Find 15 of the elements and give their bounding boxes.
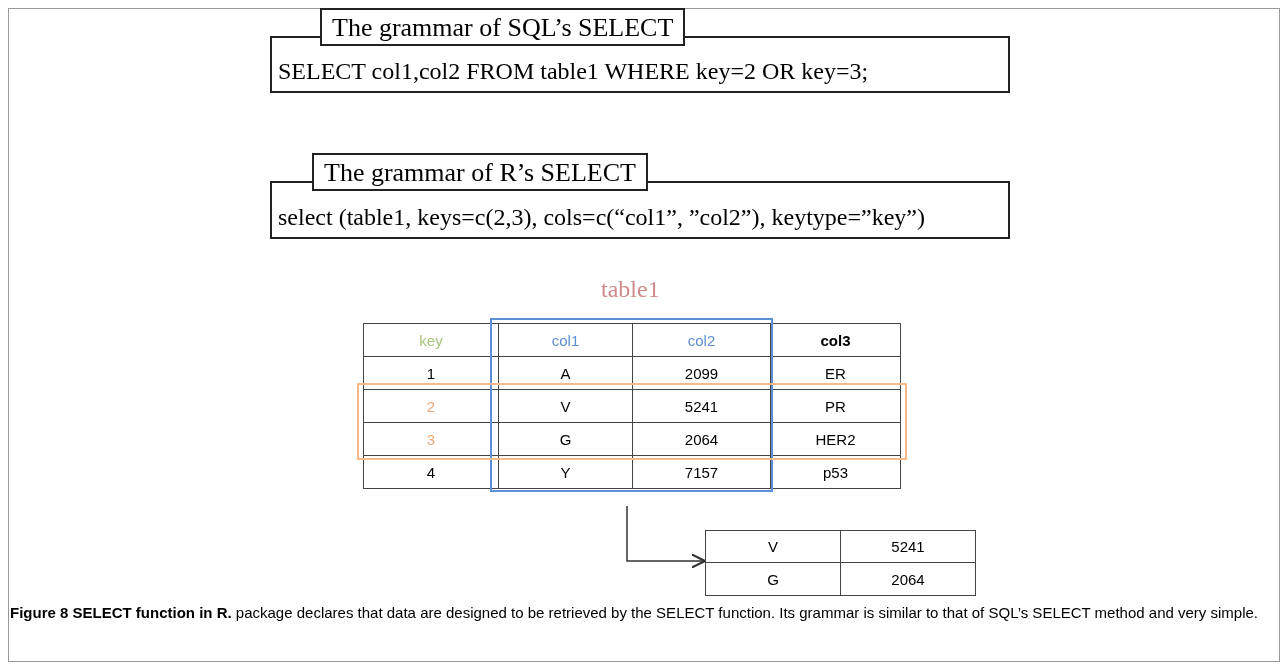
table-title: table1 <box>601 276 660 303</box>
code-line: select (table1, keys=c(2,3), cols=c(“col1”, ”col2”), keytype=”key”) <box>278 204 925 231</box>
figure-caption: Figure 8 SELECT function in R. package declares that data are designed to be retrieved by the SELECT function. Its grammar is similar to that of SQL’s SELECT method and very simple. <box>10 603 1260 623</box>
arrow <box>626 505 706 569</box>
table-cell: col3 <box>770 323 901 357</box>
table-cell: p53 <box>770 455 901 489</box>
panel-heading: The grammar of R’s SELECT <box>312 153 648 191</box>
panel-heading: The grammar of SQL’s SELECT <box>320 8 686 46</box>
table-cell: 2064 <box>840 562 976 596</box>
table-cell: G <box>705 562 841 596</box>
code-line: SELECT col1,col2 FROM table1 WHERE key=2 OR key=3; <box>278 58 869 85</box>
table-cell: key <box>363 323 499 357</box>
table-cell: 5241 <box>840 530 976 563</box>
table-cell: 4 <box>363 455 499 489</box>
table-cell: V <box>705 530 841 563</box>
